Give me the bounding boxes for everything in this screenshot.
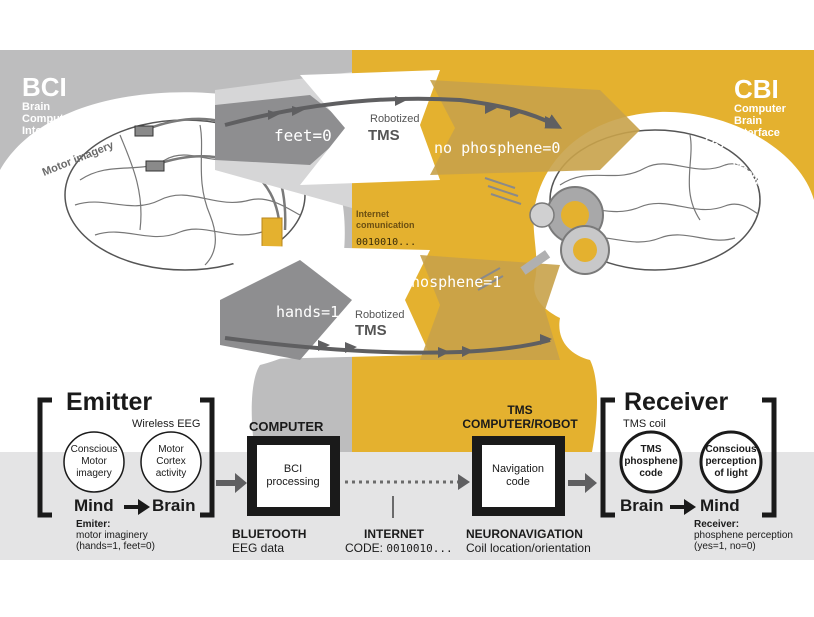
internet-code-bottom: CODE: 0010010...: [345, 541, 453, 555]
bci-title: BCI: [22, 72, 67, 102]
internet-label: Internet: [356, 209, 389, 219]
hands-label: hands=1: [276, 303, 339, 321]
code-prefix: CODE:: [345, 541, 386, 555]
brain-to-mind-arrow: [670, 499, 696, 515]
eeg-electrode-2: [145, 160, 165, 172]
emitter-title: Emitter: [66, 388, 152, 416]
circle-text: Conscious: [71, 444, 118, 455]
emitter-to-computer-arrow: [216, 473, 247, 493]
bci-subtitle-line: Interface: [22, 125, 68, 137]
coil-location-label: Coil location/orientation: [466, 541, 591, 555]
robotized-bottom-label: Robotized: [355, 309, 405, 321]
internet-link-arrowhead: [458, 474, 470, 490]
bluetooth-label: BLUETOOTH: [232, 527, 306, 541]
neuronavigation-label: NEURONAVIGATION: [466, 527, 583, 541]
conscious-motor-imagery-circle: [63, 431, 125, 493]
receiver-brain-label: Brain: [620, 496, 663, 515]
emitter-mind-label: Mind: [74, 496, 114, 515]
circle-text: perception: [705, 456, 756, 467]
tms-coil-label: TMS coil: [623, 418, 666, 430]
circle-text: Motor: [81, 456, 107, 467]
tms-to-receiver-arrow: [568, 473, 597, 493]
bottom-arrowheads: [318, 334, 552, 358]
circle-text: imagery: [76, 468, 112, 479]
receiver-caption-line: phosphene perception: [694, 530, 793, 541]
mind-to-brain-arrow: [124, 499, 150, 515]
eeg-data-label: EEG data: [232, 541, 284, 555]
internet-bottom-label: INTERNET: [364, 527, 425, 541]
robotized-top-label: Robotized: [370, 113, 420, 125]
computer-box-text: processing: [266, 476, 319, 488]
eeg-electrode-1: [134, 125, 154, 137]
bci-subtitle-line: Computer: [22, 113, 75, 125]
tms-computer-inner-box: [482, 445, 555, 507]
tms-top-label: TMS: [368, 127, 400, 144]
emitter-brain-label: Brain: [152, 496, 195, 515]
feet-label: feet=0: [274, 126, 332, 145]
tms-phosphene-code-circle: [619, 430, 683, 494]
bci-subtitle-line: Brain: [22, 101, 50, 113]
emitter-bracket: [37, 397, 215, 518]
circle-text: Cortex: [156, 456, 185, 467]
circle-text: phosphene: [624, 456, 678, 467]
receiver-mind-label: Mind: [700, 496, 740, 515]
cbi-subtitle-line: Brain: [734, 115, 762, 127]
motor-cortex-activity-circle: [140, 431, 202, 493]
top-flow-arrow: [224, 96, 563, 129]
receiver-bracket: [600, 397, 777, 518]
tms-computer-title: TMS: [507, 403, 532, 417]
cbi-subtitle-line: Computer: [734, 103, 787, 115]
tms-computer-box-text: Navigation: [492, 463, 544, 475]
emitter-caption-line: motor imaginery: [76, 530, 148, 541]
top-arrowheads: [268, 96, 557, 128]
computer-inner-box: [257, 445, 330, 507]
phosphene-label: phosphene=1: [402, 273, 501, 291]
emitter-caption-title: Emiter:: [76, 519, 110, 530]
cbi-subtitle-line: Interface: [734, 127, 780, 139]
wireless-eeg-label: Wireless EEG: [132, 418, 200, 430]
circle-text: TMS: [640, 444, 661, 455]
internet-label: comunication: [356, 220, 415, 230]
tms-computer-box-text: code: [506, 476, 530, 488]
tms-computer-title: COMPUTER/ROBOT: [462, 417, 578, 431]
top-flow-band-gray: [215, 95, 352, 165]
receiver-title: Receiver: [624, 388, 729, 416]
bottom-flow-arrow: [224, 336, 551, 355]
no-phosphene-label: no phosphene=0: [434, 139, 560, 157]
computer-title: COMPUTER: [249, 419, 324, 434]
bottom-flow-band-gray: [220, 260, 352, 360]
conscious-perception-circle: [699, 430, 763, 494]
receiver-caption-title: Receiver:: [694, 519, 739, 530]
circle-text: Motor: [158, 444, 184, 455]
cbi-title: CBI: [734, 74, 779, 104]
circle-text: activity: [156, 468, 187, 479]
tms-coil-icon: [474, 177, 610, 291]
emitter-caption-line: (hands=1, feet=0): [76, 541, 155, 552]
receiver-caption-line: (yes=1, no=0): [694, 541, 756, 552]
bottom-flow-band-gold: [420, 255, 560, 360]
computer-box-text: BCI: [284, 463, 302, 475]
circle-text: Conscious: [705, 444, 757, 455]
internet-code: 0010010...: [356, 237, 416, 248]
tms-bottom-label: TMS: [355, 322, 387, 339]
code-value: 0010010...: [386, 542, 452, 555]
circle-text: of light: [714, 468, 748, 479]
circle-text: code: [639, 468, 663, 479]
